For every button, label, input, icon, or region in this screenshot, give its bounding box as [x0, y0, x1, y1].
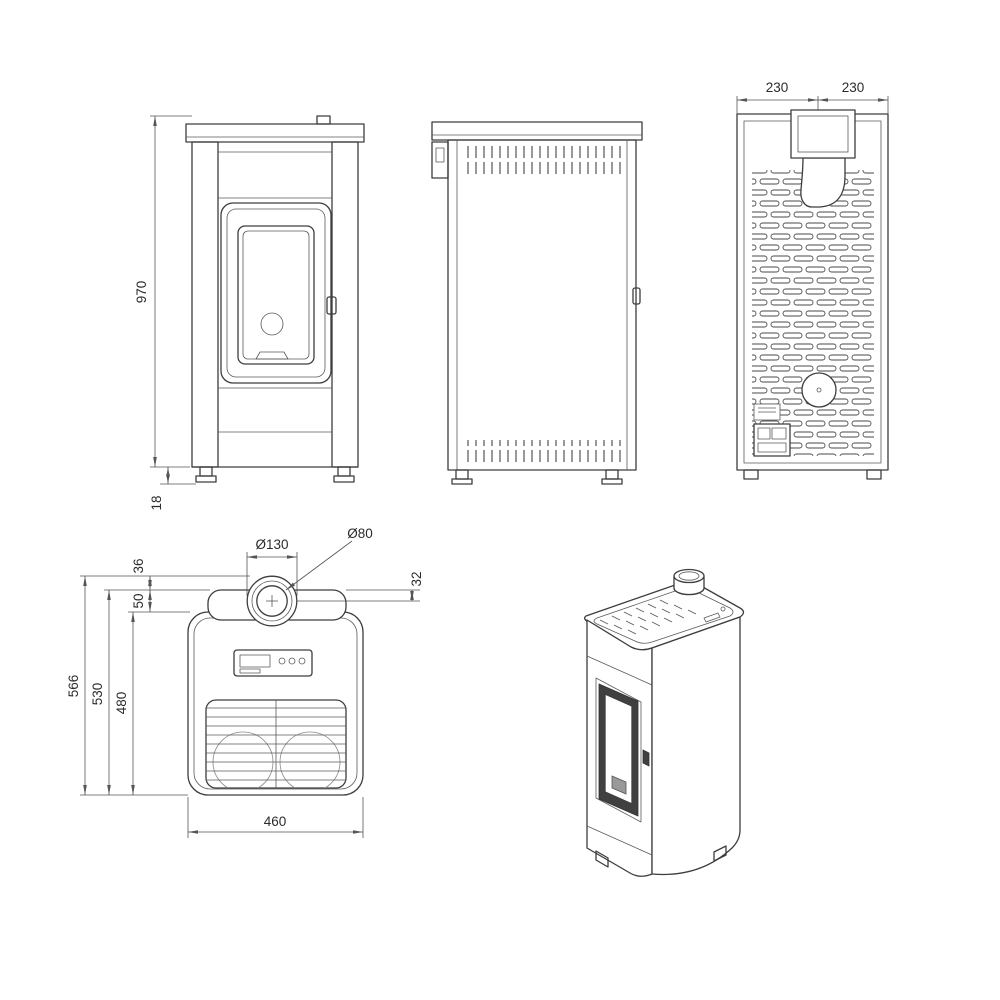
iso-side-foot	[713, 845, 727, 862]
rear-fan	[801, 372, 837, 408]
iso-door-handle	[642, 749, 650, 767]
iso-top-display	[703, 612, 721, 623]
top-control-panel	[233, 649, 313, 677]
side-door-handle	[632, 287, 641, 305]
side-top-vents	[462, 146, 624, 176]
front-right-foot	[337, 466, 351, 477]
dim-label-480: 480	[114, 692, 129, 715]
front-burnpot	[255, 351, 289, 360]
dim-front-foot-height: 18	[149, 467, 196, 511]
side-right-foot	[605, 469, 619, 480]
iso-side-face	[651, 616, 741, 876]
front-door-frame	[220, 202, 332, 384]
iso-burnpot	[611, 775, 627, 795]
rear-flue-duct	[800, 157, 846, 208]
front-door-handle	[326, 296, 337, 315]
side-view	[431, 121, 643, 485]
top-body	[187, 611, 364, 796]
dim-top-depths: 566 530 480 36 50	[66, 558, 250, 796]
dim-top-width: 460	[187, 797, 364, 838]
top-flue-inner	[256, 585, 288, 617]
rear-view: 230 230	[736, 80, 889, 480]
iso-top-button	[720, 606, 726, 612]
isometric-view	[584, 568, 745, 877]
dim-label-460: 460	[264, 814, 287, 829]
iso-top-vents	[599, 599, 697, 635]
front-flue-stub	[316, 115, 331, 125]
dim-front-height: 970	[134, 115, 192, 468]
top-grill	[205, 699, 347, 789]
panel-button-1	[278, 657, 286, 665]
top-view: Ø130 Ø80 566 530 480 36 50	[66, 526, 424, 838]
rear-left-foot	[743, 469, 759, 480]
panel-button-2	[288, 657, 296, 665]
side-top-plate	[431, 121, 643, 141]
dim-flue-inner: Ø80	[285, 526, 373, 591]
dim-top-flue-offset: 32	[297, 571, 424, 602]
dim-label-36: 36	[131, 558, 146, 573]
dim-label-230-left: 230	[766, 80, 789, 95]
dim-label-230-right: 230	[842, 80, 865, 95]
iso-front-foot	[595, 850, 609, 868]
dim-label-d130: Ø130	[255, 537, 288, 552]
side-flue-stub	[431, 141, 449, 179]
front-left-foot	[199, 466, 213, 477]
dim-label-18: 18	[149, 495, 164, 510]
front-door-glass	[237, 225, 315, 365]
dim-label-32: 32	[409, 571, 424, 586]
iso-flue	[673, 568, 705, 596]
front-burnpot-circle	[260, 312, 284, 336]
dim-label-970: 970	[134, 281, 149, 304]
display-screen	[239, 654, 271, 668]
side-body	[447, 139, 637, 471]
side-bottom-vents	[462, 440, 624, 466]
side-left-foot	[455, 469, 469, 480]
dim-rear-widths: 230 230	[736, 80, 889, 114]
iso-door-window	[595, 677, 642, 823]
front-view: 970 18	[134, 115, 365, 511]
rear-right-foot	[866, 469, 882, 480]
front-left-column	[191, 141, 219, 468]
dim-label-50: 50	[131, 593, 146, 608]
dim-label-d80: Ø80	[347, 526, 373, 541]
panel-button-3	[298, 657, 306, 665]
dim-flue-outer: Ø130	[246, 537, 298, 596]
dim-label-530: 530	[90, 683, 105, 706]
dim-label-566: 566	[66, 675, 81, 698]
front-top-plate	[185, 123, 365, 143]
